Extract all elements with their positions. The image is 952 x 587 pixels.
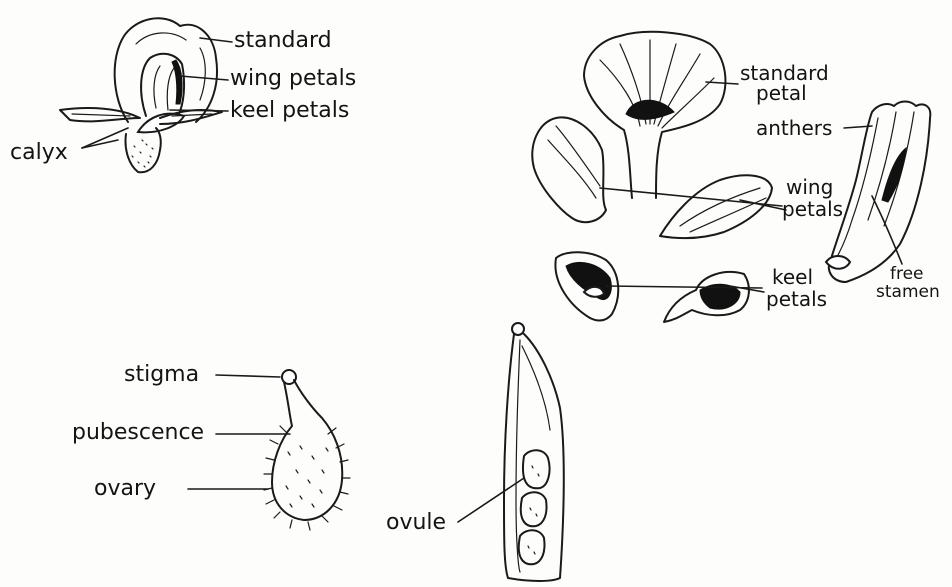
label-stigma: stigma	[124, 364, 199, 386]
stamen-column-drawing	[826, 102, 930, 283]
label-wing-line2: petals	[782, 200, 843, 219]
keel-petal-right-drawing	[664, 272, 749, 322]
label-ovary: ovary	[94, 478, 156, 500]
label-wing-petals: wing petals	[230, 68, 356, 90]
label-keel-petals: keel petals	[230, 100, 349, 122]
label-wing-line1: wing	[786, 178, 833, 197]
label-calyx: calyx	[10, 142, 68, 164]
wing-petal-right-drawing	[660, 175, 772, 238]
whole-flower-drawing	[60, 18, 222, 172]
pod-section-drawing	[504, 323, 564, 581]
label-keel-line1: keel	[772, 268, 813, 287]
label-anthers: anthers	[756, 118, 832, 138]
standard-petal-drawing	[584, 32, 725, 198]
label-pubescence: pubescence	[72, 422, 204, 444]
label-free-line2: stamen	[876, 284, 940, 300]
wing-petal-left-drawing	[532, 117, 606, 222]
label-ovule: ovule	[386, 512, 446, 534]
ovary-drawing	[264, 370, 350, 530]
label-keel-line2: petals	[766, 290, 827, 309]
label-standard: standard	[234, 30, 332, 52]
label-standard-petal-line2: petal	[756, 84, 807, 103]
label-free-line1: free	[890, 266, 924, 282]
